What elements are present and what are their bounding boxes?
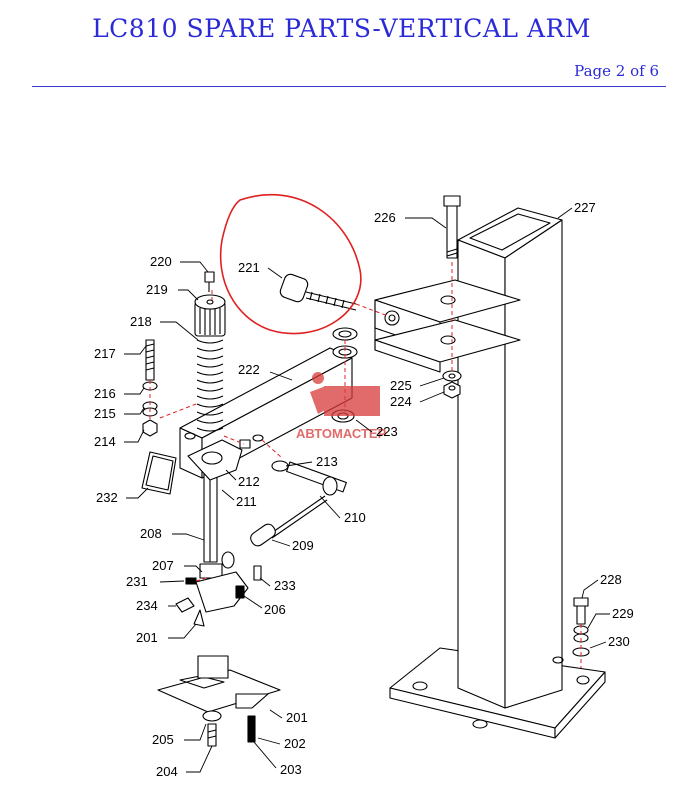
screw-231 [185,577,197,585]
label-216: 216 [94,386,116,401]
header-rule [32,86,666,87]
screw-220 [204,271,215,292]
label-234: 234 [136,598,158,613]
adapter-base-201 [157,655,281,713]
nut-214 [142,419,158,437]
label-226: 226 [374,210,396,225]
label-225: 225 [390,378,412,393]
label-207: 207 [152,558,174,573]
label-229: 229 [612,606,634,621]
label-222: 222 [238,362,260,377]
bolt-217 [145,339,155,381]
label-208: 208 [140,526,162,541]
label-221: 221 [238,260,260,275]
page-title: LC810 SPARE PARTS-VERTICAL ARM [92,14,591,43]
label-201-lower: 201 [286,710,308,725]
stud-213 [252,434,289,472]
label-215: 215 [94,406,116,421]
label-201-upper: 201 [136,630,158,645]
clip-234 [175,597,195,613]
label-213: 213 [316,454,338,469]
label-205: 205 [152,732,174,747]
label-231: 231 [126,574,148,589]
highlight-circle [219,194,362,335]
screw-202 [247,715,256,743]
washer-225 [442,370,462,382]
label-202: 202 [284,736,306,751]
leader-lines [124,207,610,773]
bolt-228 [573,597,589,625]
spring-218 [196,339,224,432]
shaft-208 [203,469,218,563]
pin-212 [239,439,251,449]
column-227 [389,207,606,739]
page-number: Page 2 of 6 [574,62,659,80]
part-labels: 220 219 218 217 216 215 214 232 221 222 … [94,200,634,779]
nut-205 [202,710,222,722]
lever-210 [286,461,347,496]
lock-211 [187,439,243,481]
label-214: 214 [94,434,116,449]
label-233: 233 [274,578,296,593]
pin-233 [253,565,262,581]
label-211: 211 [236,494,257,509]
pad-232 [141,451,177,495]
label-217: 217 [94,346,116,361]
knob-221 [279,273,357,311]
label-203: 203 [280,762,302,777]
label-228: 228 [600,572,622,587]
watermark-logo: АВТОМАСТЕР [296,372,387,441]
label-204: 204 [156,764,178,779]
cap-219 [194,294,226,337]
label-206: 206 [264,602,286,617]
label-224: 224 [390,394,412,409]
label-218: 218 [130,314,152,329]
tool-head-201 [193,551,249,627]
arm-bracket [374,279,521,373]
label-219: 219 [146,282,168,297]
label-227: 227 [574,200,596,215]
handle-209 [250,495,328,547]
nut-224 [443,381,461,399]
watermark-text: АВТОМАСТЕР [296,426,387,441]
screw-206 [235,585,245,599]
bolt-226 [443,195,461,259]
label-220: 220 [150,254,172,269]
label-230: 230 [608,634,630,649]
label-209: 209 [292,538,314,553]
label-210: 210 [344,510,366,525]
label-212: 212 [238,474,260,489]
label-232: 232 [96,490,118,505]
label-223: 223 [376,424,398,439]
screw-204 [207,723,217,747]
